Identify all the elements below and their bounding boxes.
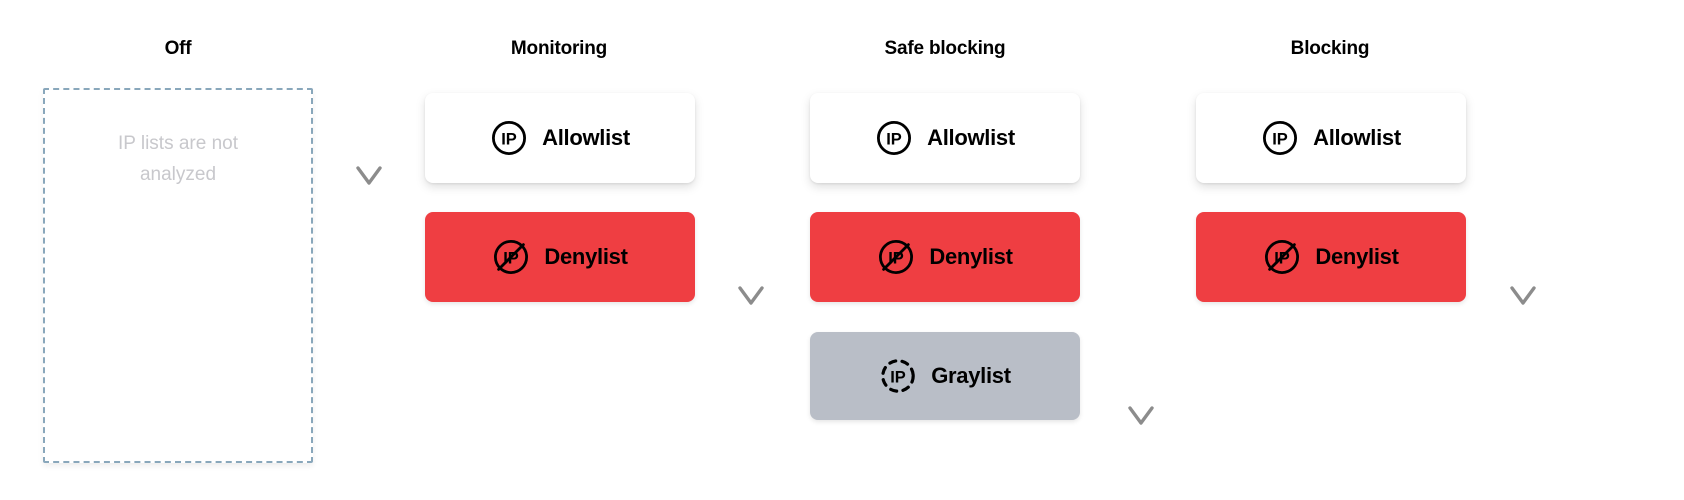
arrow-safe-blocking-to-blocking: [1124, 86, 1158, 430]
svg-text:IP: IP: [1272, 130, 1288, 148]
card-blocking-allowlist[interactable]: IP Allowlist: [1196, 93, 1466, 183]
card-monitoring-denylist[interactable]: IP Denylist: [425, 212, 695, 302]
card-label: Denylist: [929, 244, 1013, 269]
arrow-blocking-end: [1506, 86, 1540, 310]
svg-text:IP: IP: [501, 130, 517, 148]
column-header-monitoring: Monitoring: [510, 38, 608, 59]
column-header-blocking: Blocking: [1290, 38, 1370, 59]
card-label: Allowlist: [542, 125, 630, 150]
ip-circle-icon: IP: [875, 119, 913, 157]
column-header-off: Off: [164, 38, 192, 59]
card-label: Graylist: [931, 363, 1011, 388]
card-label: Denylist: [1315, 244, 1399, 269]
card-blocking-denylist[interactable]: IP Denylist: [1196, 212, 1466, 302]
arrow-off-to-monitoring: [352, 86, 386, 190]
card-label: Allowlist: [927, 125, 1015, 150]
ip-circle-icon: IP: [1261, 119, 1299, 157]
card-safe-blocking-graylist[interactable]: IP Graylist: [810, 332, 1080, 420]
ip-circle-icon: IP: [490, 119, 528, 157]
ip-circle-slash-icon: IP: [492, 238, 530, 276]
card-monitoring-allowlist[interactable]: IP Allowlist: [425, 93, 695, 183]
svg-text:IP: IP: [890, 368, 906, 386]
card-label: Denylist: [544, 244, 628, 269]
card-label: Allowlist: [1313, 125, 1401, 150]
ip-circle-slash-icon: IP: [1263, 238, 1301, 276]
off-empty-state-box: IP lists are not analyzed: [43, 88, 313, 463]
ip-circle-slash-icon: IP: [877, 238, 915, 276]
card-safe-blocking-denylist[interactable]: IP Denylist: [810, 212, 1080, 302]
column-header-safe-blocking: Safe blocking: [884, 38, 1006, 59]
ip-circle-dashed-icon: IP: [879, 357, 917, 395]
off-empty-state-text: IP lists are not analyzed: [117, 133, 239, 185]
svg-text:IP: IP: [886, 130, 902, 148]
arrow-monitoring-to-safe-blocking: [734, 86, 768, 310]
card-safe-blocking-allowlist[interactable]: IP Allowlist: [810, 93, 1080, 183]
